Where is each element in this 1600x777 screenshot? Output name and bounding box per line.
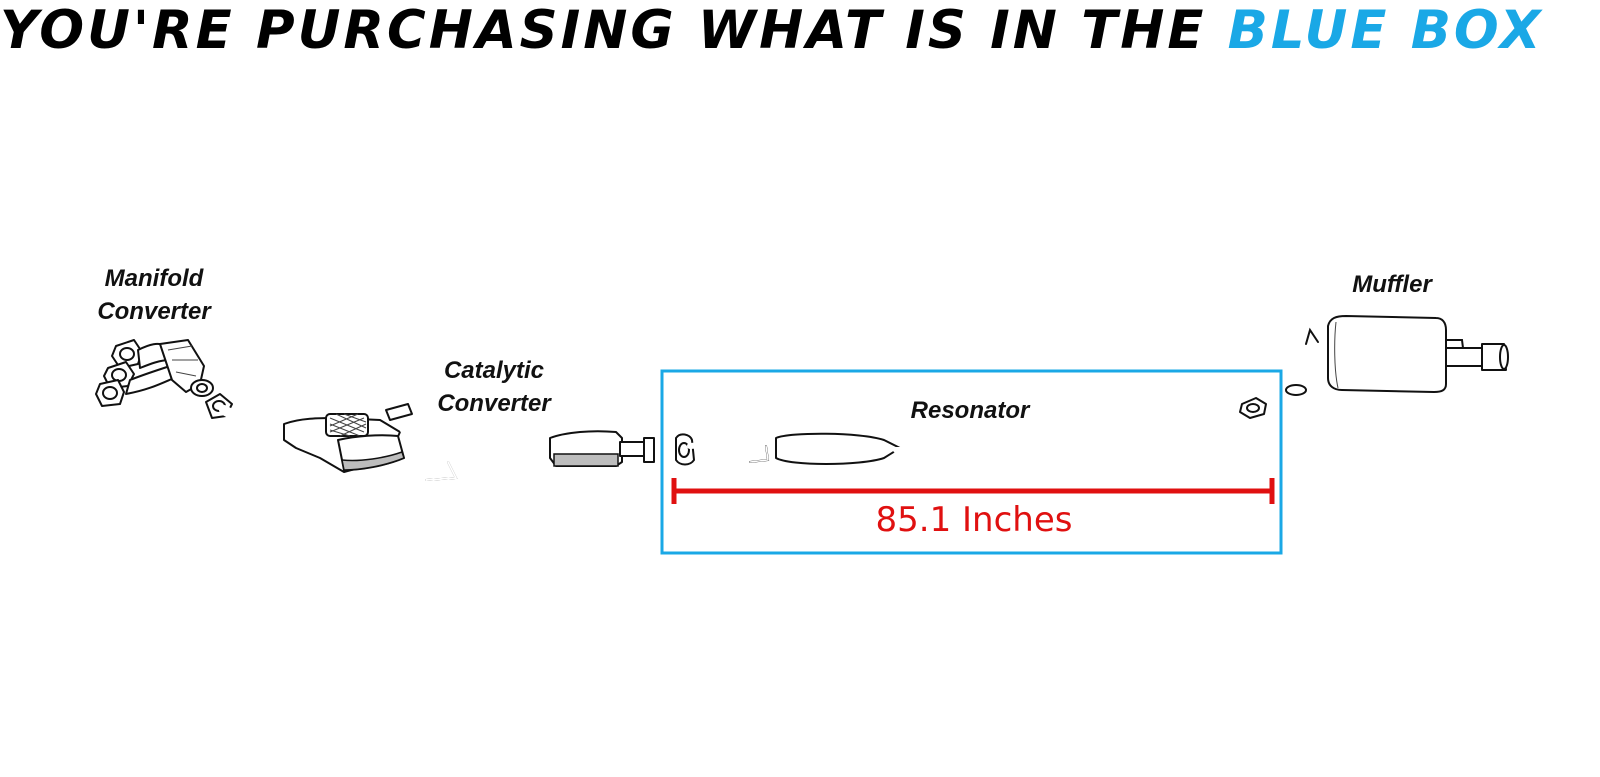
measurement-text: 85.1 Inches: [875, 500, 1073, 540]
catalytic-label-line2: Converter: [437, 390, 551, 417]
manifold-flange-bottom: [95, 379, 125, 407]
manifold-converter-label: Manifold Converter: [84, 262, 224, 328]
headline: YOU'RE PURCHASING WHAT IS IN THE BLUE BO…: [0, 0, 1592, 70]
catalytic-converter-part: [205, 393, 655, 481]
purchase-highlight-box: [660, 369, 1283, 555]
manifold-converter-part: [95, 339, 214, 407]
catalytic-converter-label: Catalytic Converter: [424, 354, 564, 420]
resonator-label: Resonator: [890, 394, 1050, 427]
measurement-line: [671, 478, 1275, 504]
manifold-label-line1: Manifold: [104, 265, 204, 292]
resonator-label-text: Resonator: [910, 397, 1030, 424]
headline-prefix: YOU'RE PURCHASING WHAT IS IN THE: [0, 0, 1228, 61]
manifold-label-line2: Converter: [97, 298, 211, 325]
muffler-part: [1285, 315, 1509, 398]
muffler-label-text: Muffler: [1352, 271, 1432, 298]
headline-highlight: BLUE BOX: [1227, 0, 1544, 61]
resonator-part: [675, 397, 1267, 466]
muffler-label: Muffler: [1330, 268, 1454, 301]
catalytic-label-line1: Catalytic: [443, 357, 545, 384]
manifold-flange-top: [111, 339, 143, 369]
